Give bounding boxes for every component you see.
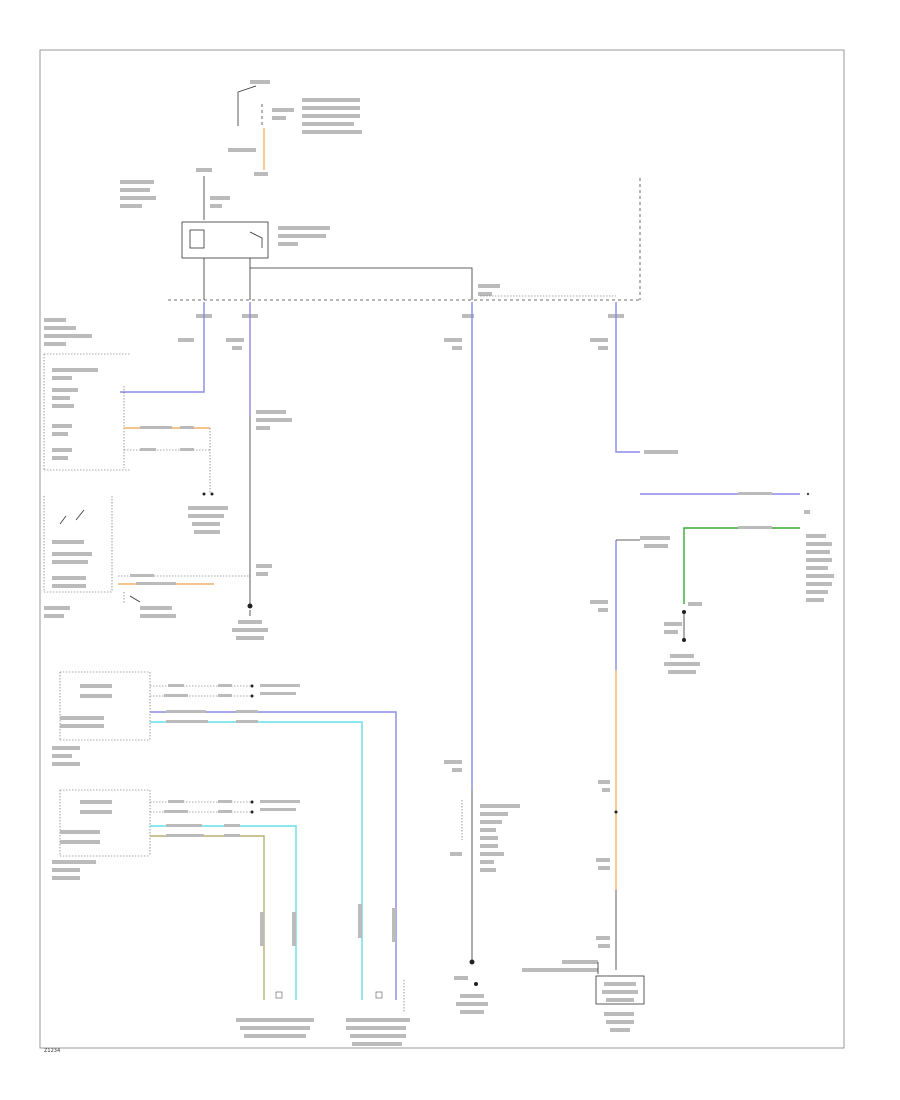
wire-green [683, 527, 800, 604]
body-control-module [43, 318, 130, 471]
relay-area [120, 168, 473, 300]
wire-blue-right [615, 302, 640, 453]
wire-blue-left [120, 302, 205, 393]
passenger-seat-module [52, 789, 151, 880]
wire-olive-seat-2 [150, 835, 265, 1000]
diagram-border [39, 49, 845, 1049]
wire-cyan-seat-1 [150, 721, 363, 1000]
sensor-label-block [806, 534, 834, 602]
page-id: Z1234 [44, 1048, 60, 1054]
wire-blue-seat-1 [150, 711, 397, 1000]
heater-switch-module [43, 496, 113, 618]
ground-symbol [232, 610, 268, 640]
wire-cyan-seat-2 [150, 825, 297, 1000]
hot-at-feed [228, 80, 362, 176]
driver-seat-module [52, 671, 151, 766]
auto-module [522, 960, 645, 1032]
ground-symbol [454, 976, 488, 1014]
